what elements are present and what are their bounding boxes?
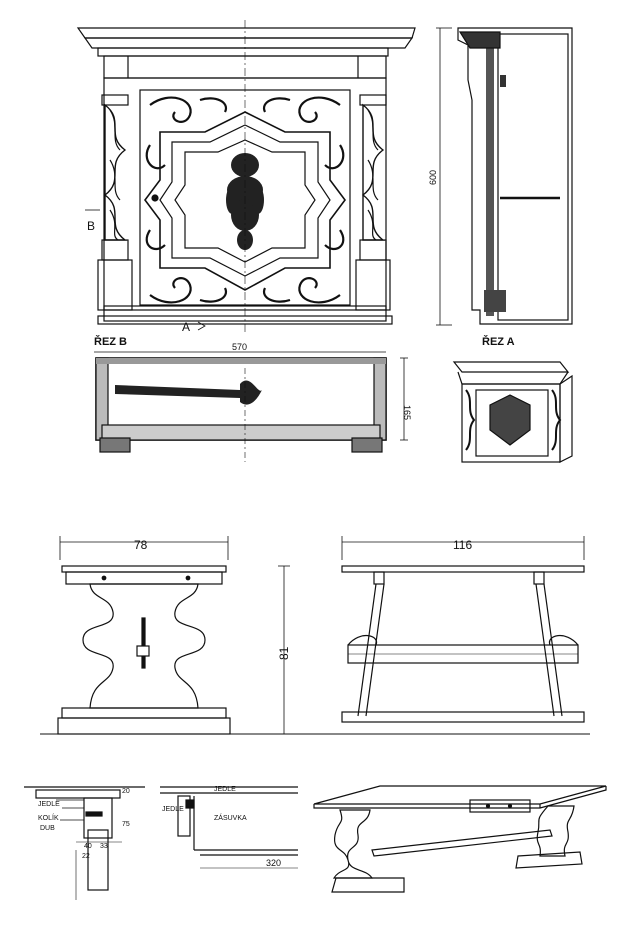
dimension-22: 22 xyxy=(82,853,90,860)
dimension-116: 116 xyxy=(453,538,472,552)
cabinet-perspective-sketch xyxy=(452,361,573,463)
left-twisted-column xyxy=(97,94,133,311)
hinge-icon xyxy=(115,385,240,398)
table-perspective-sketch xyxy=(313,785,607,893)
table-height-dimension: 81 xyxy=(277,565,291,735)
right-twisted-column xyxy=(355,94,391,311)
table-end-view: 78 xyxy=(40,536,590,735)
section-marker-b: B xyxy=(87,219,95,233)
label-jedle-2: JEDLE xyxy=(162,806,184,813)
table-side-view: 116 xyxy=(341,536,585,723)
cabinet-section-b: ŘEZ B 570 165 xyxy=(94,335,412,462)
dimension-81: 81 xyxy=(277,646,291,660)
label-kolik: KOLÍK xyxy=(38,813,59,822)
dimension-40: 40 xyxy=(84,843,92,850)
section-a-label: ŘEZ A xyxy=(482,335,515,348)
dimension-165: 165 xyxy=(402,405,412,420)
dimension-78: 78 xyxy=(134,538,148,552)
scroll-carvings xyxy=(145,96,345,304)
section-marker-a: A xyxy=(182,320,190,334)
cabinet-front-elevation: B A xyxy=(76,20,416,335)
label-dub: DUB xyxy=(40,825,55,832)
label-jedle: JEDLE xyxy=(38,801,60,808)
keyhole-icon xyxy=(151,194,159,202)
dimension-33: 33 xyxy=(100,843,108,850)
cabinet-section-a: ŘEZ A xyxy=(457,27,573,348)
section-b-label: ŘEZ B xyxy=(94,335,127,348)
dimension-75: 75 xyxy=(122,821,130,828)
label-jedle-top: JEDLE xyxy=(214,786,236,793)
dimension-570: 570 xyxy=(232,342,247,352)
cabinet-height-dimension: 600 xyxy=(428,27,452,326)
drawer-detail: JEDLE JEDLE ZÁSUVKA 320 xyxy=(160,786,298,869)
label-zasuvka: ZÁSUVKA xyxy=(214,813,247,822)
joint-detail: JEDLE KOLÍK DUB 20 75 40 33 22 xyxy=(24,786,145,900)
dimension-20: 20 xyxy=(122,788,130,795)
dimension-600: 600 xyxy=(428,170,438,185)
dimension-320: 320 xyxy=(266,858,281,868)
